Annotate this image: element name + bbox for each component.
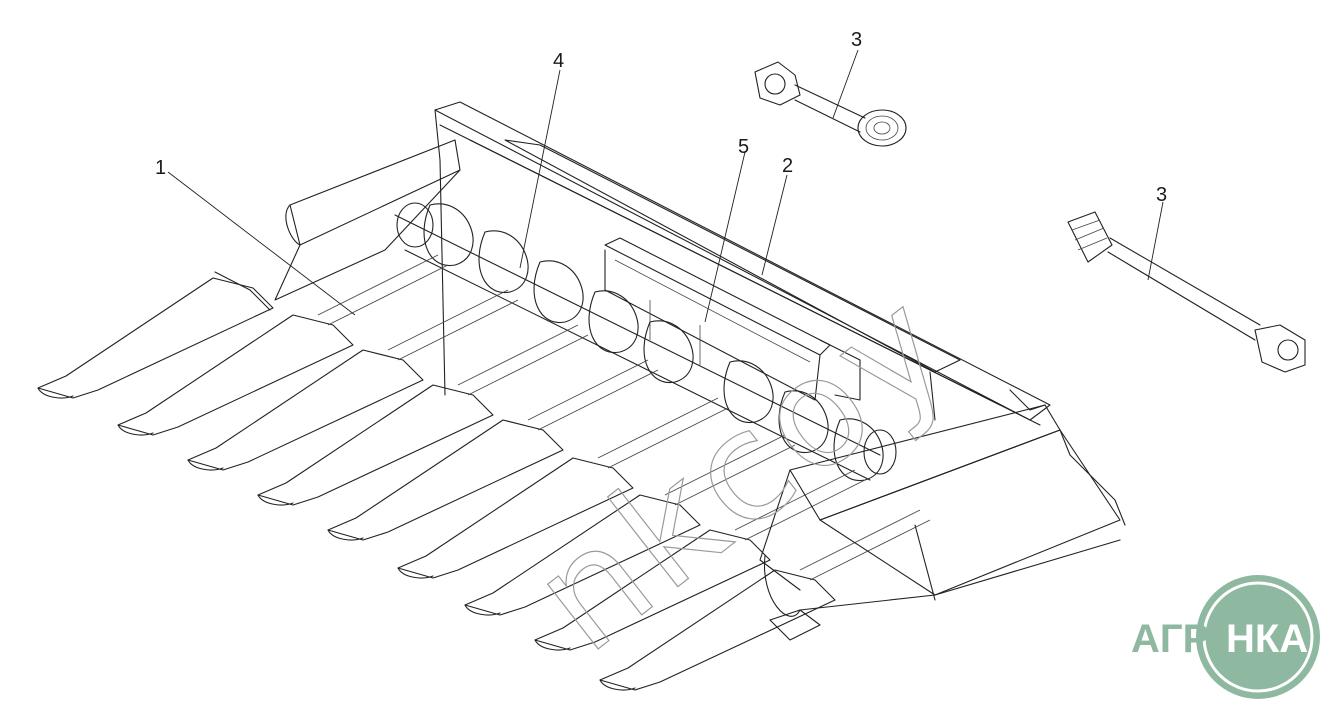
header-frame (434, 101, 1051, 426)
callout-2: 2 (782, 155, 793, 177)
callout-3-right: 3 (1156, 184, 1167, 206)
divider-snout (599, 569, 836, 691)
divider-tip (397, 567, 434, 579)
divider-snout (187, 349, 424, 471)
callout-1: 1 (155, 157, 166, 179)
callout-3-upper: 3 (851, 29, 862, 51)
divider-snout (117, 314, 354, 436)
divider-snout (397, 457, 634, 579)
gathering-chain (664, 434, 796, 506)
divider-tip (257, 494, 294, 506)
divider-tip (187, 459, 224, 471)
gathering-chain (317, 254, 449, 326)
divider-tip (464, 604, 501, 616)
divider-tip (327, 529, 364, 541)
divider-snout (37, 277, 274, 399)
leader-lines (167, 49, 1164, 323)
drive-shaft-upper (754, 61, 907, 147)
logo-circle (1196, 575, 1320, 699)
agronka-logo: АГРО НКА (1131, 575, 1320, 699)
gathering-chain (799, 509, 931, 581)
divider-tip (37, 387, 74, 399)
divider-snout (327, 419, 564, 541)
callout-5: 5 (738, 136, 749, 158)
left-divider (214, 139, 461, 311)
rear-panel (604, 237, 861, 401)
callout-4: 4 (553, 50, 564, 72)
logo-text-left: АГРО (1131, 617, 1240, 661)
divider-snout (534, 529, 771, 651)
gathering-chain (527, 359, 659, 431)
divider-tip (117, 424, 154, 436)
right-end-shield (759, 404, 1126, 641)
gathering-chain (734, 469, 866, 541)
gathering-chain (597, 397, 729, 469)
divider-snout (257, 384, 494, 506)
divider-tip (534, 639, 571, 651)
gathering-chains (317, 254, 931, 581)
drive-shaft-right (1067, 211, 1306, 373)
logo-text-right: НКА (1226, 617, 1308, 661)
gathering-chain (457, 324, 589, 396)
row-dividers (37, 277, 836, 691)
divider-tip (599, 679, 636, 691)
gathering-chain (387, 289, 519, 361)
watermark: nkcoy (502, 256, 983, 686)
divider-snout (464, 494, 701, 616)
